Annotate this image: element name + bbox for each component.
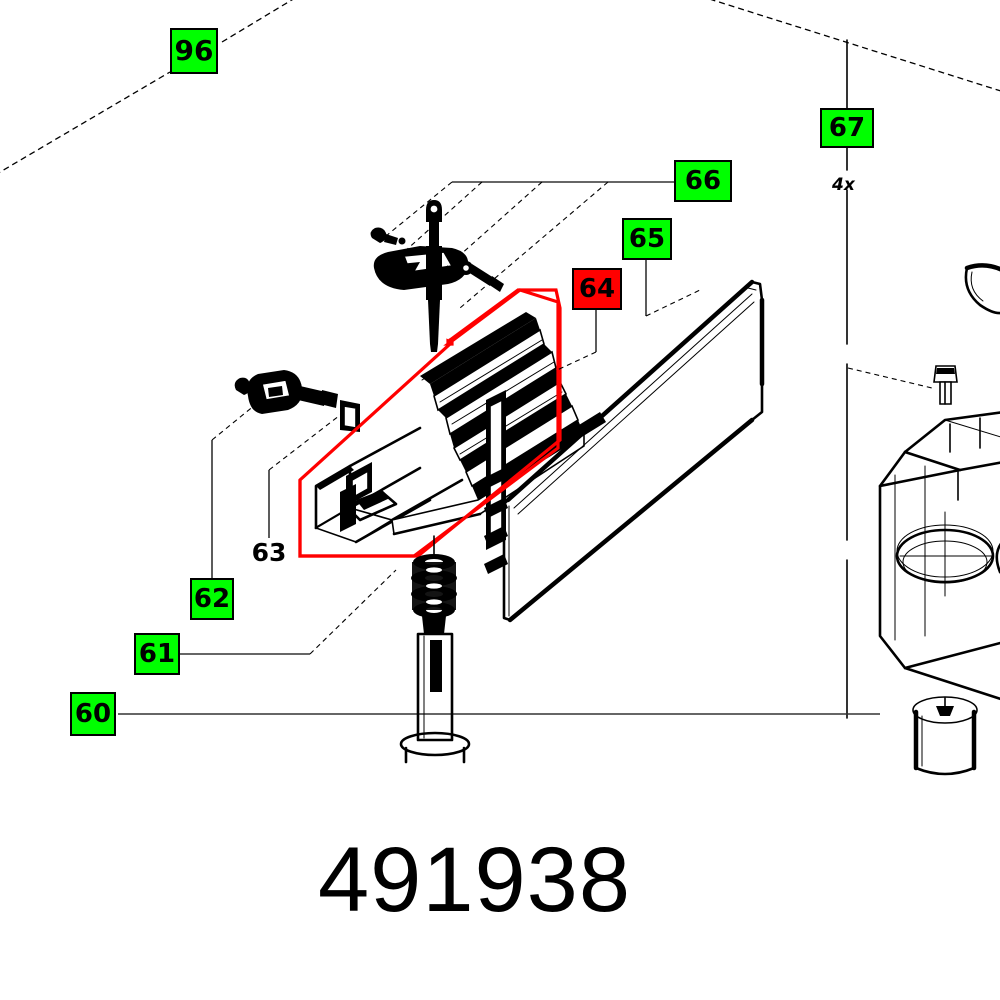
spring-leg-assembly [399, 535, 471, 764]
clamp-lever-assembly [370, 200, 504, 352]
handle-hook [964, 263, 1000, 315]
callout-67-label: 67 [828, 113, 866, 143]
part-number-text: 491938 [318, 829, 631, 931]
callout-61-label: 61 [138, 639, 176, 669]
quantity-text: 4x [832, 175, 855, 195]
guide-rail-assembly [314, 312, 606, 574]
callout-64-label: 64 [578, 274, 616, 304]
foot-knob [912, 696, 978, 776]
leader-lines [180, 181, 701, 655]
callout-65-label: 65 [628, 224, 666, 254]
fastener-part [847, 365, 958, 405]
callout-96-label: 96 [174, 34, 214, 67]
callout-63-label: 63 [251, 537, 287, 567]
callout-60[interactable]: 60 [70, 692, 116, 736]
callout-67[interactable]: 67 [820, 108, 874, 148]
callout-96[interactable]: 96 [170, 28, 218, 74]
section-cut-lines [0, 0, 1000, 173]
threaded-rod [459, 261, 504, 292]
quantity-annotation-4x: 4x [832, 175, 855, 195]
panel-plate [502, 279, 765, 623]
callout-65[interactable]: 65 [622, 218, 672, 260]
callout-66-label: 66 [684, 166, 722, 196]
callout-62-label: 62 [193, 584, 231, 614]
adjustment-knob-assembly [234, 370, 360, 432]
callout-66[interactable]: 66 [674, 160, 732, 202]
small-fastener [370, 227, 406, 245]
callout-60-label: 60 [74, 699, 112, 729]
part-highlight-outline [298, 288, 562, 558]
housing-block [878, 411, 1000, 701]
callout-63[interactable]: 63 [251, 537, 287, 567]
machine-body-context [118, 39, 1000, 776]
callout-64-selected[interactable]: 64 [572, 268, 622, 310]
callout-62[interactable]: 62 [190, 578, 234, 620]
part-number: 491938 [318, 828, 631, 933]
callout-61[interactable]: 61 [134, 633, 180, 675]
coil-spring [411, 554, 457, 618]
